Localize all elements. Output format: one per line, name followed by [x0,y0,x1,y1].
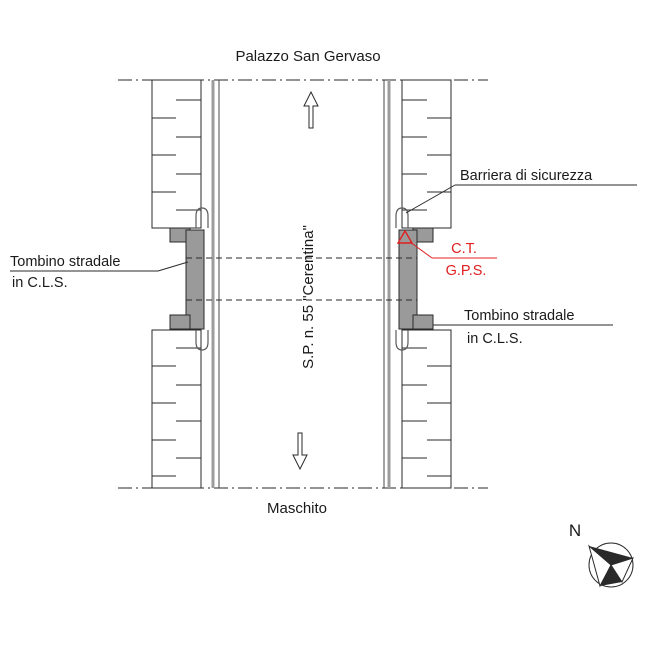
right-lower-field [401,329,452,489]
road-name-label: S.P. n. 55 "Cerentina" [300,225,317,369]
road-edges [211,80,391,488]
culvert-right-label-line1: Tombino stradale [464,308,574,324]
arrow-down-icon [292,432,308,471]
control-point-leader-slant [409,241,433,259]
safety-barrier [195,207,409,351]
culvert-left [169,227,205,330]
arrow-up-icon [303,90,319,129]
barrier-label: Barriera di sicurezza [460,168,593,184]
barrier-left-top [195,207,209,228]
barrier-leader-slant [405,184,456,214]
barrier-left-bottom [195,330,209,351]
barrier-right-bottom [395,330,409,351]
culvert-left-label-line2: in C.L.S. [12,275,68,291]
culvert-right [398,227,434,330]
culvert-left-leader-slant [157,261,189,272]
culvert-right-label-line2: in C.L.S. [467,331,523,347]
barrier-right-top [395,207,409,228]
control-point-label-line2: G.P.S. [446,263,487,279]
culvert-pipe-lines [186,257,417,301]
north-destination-label: Palazzo San Gervaso [235,48,380,65]
triangle-marker-icon [396,229,414,244]
left-upper-field [151,79,202,229]
north-arrow-icon [588,542,634,588]
left-lower-field [151,329,202,489]
south-destination-label: Maschito [267,500,327,517]
culvert-left-label-line1: Tombino stradale [10,254,120,270]
right-upper-field [401,79,452,229]
control-point-label-line1: C.T. [451,241,477,257]
north-letter: N [569,521,581,540]
